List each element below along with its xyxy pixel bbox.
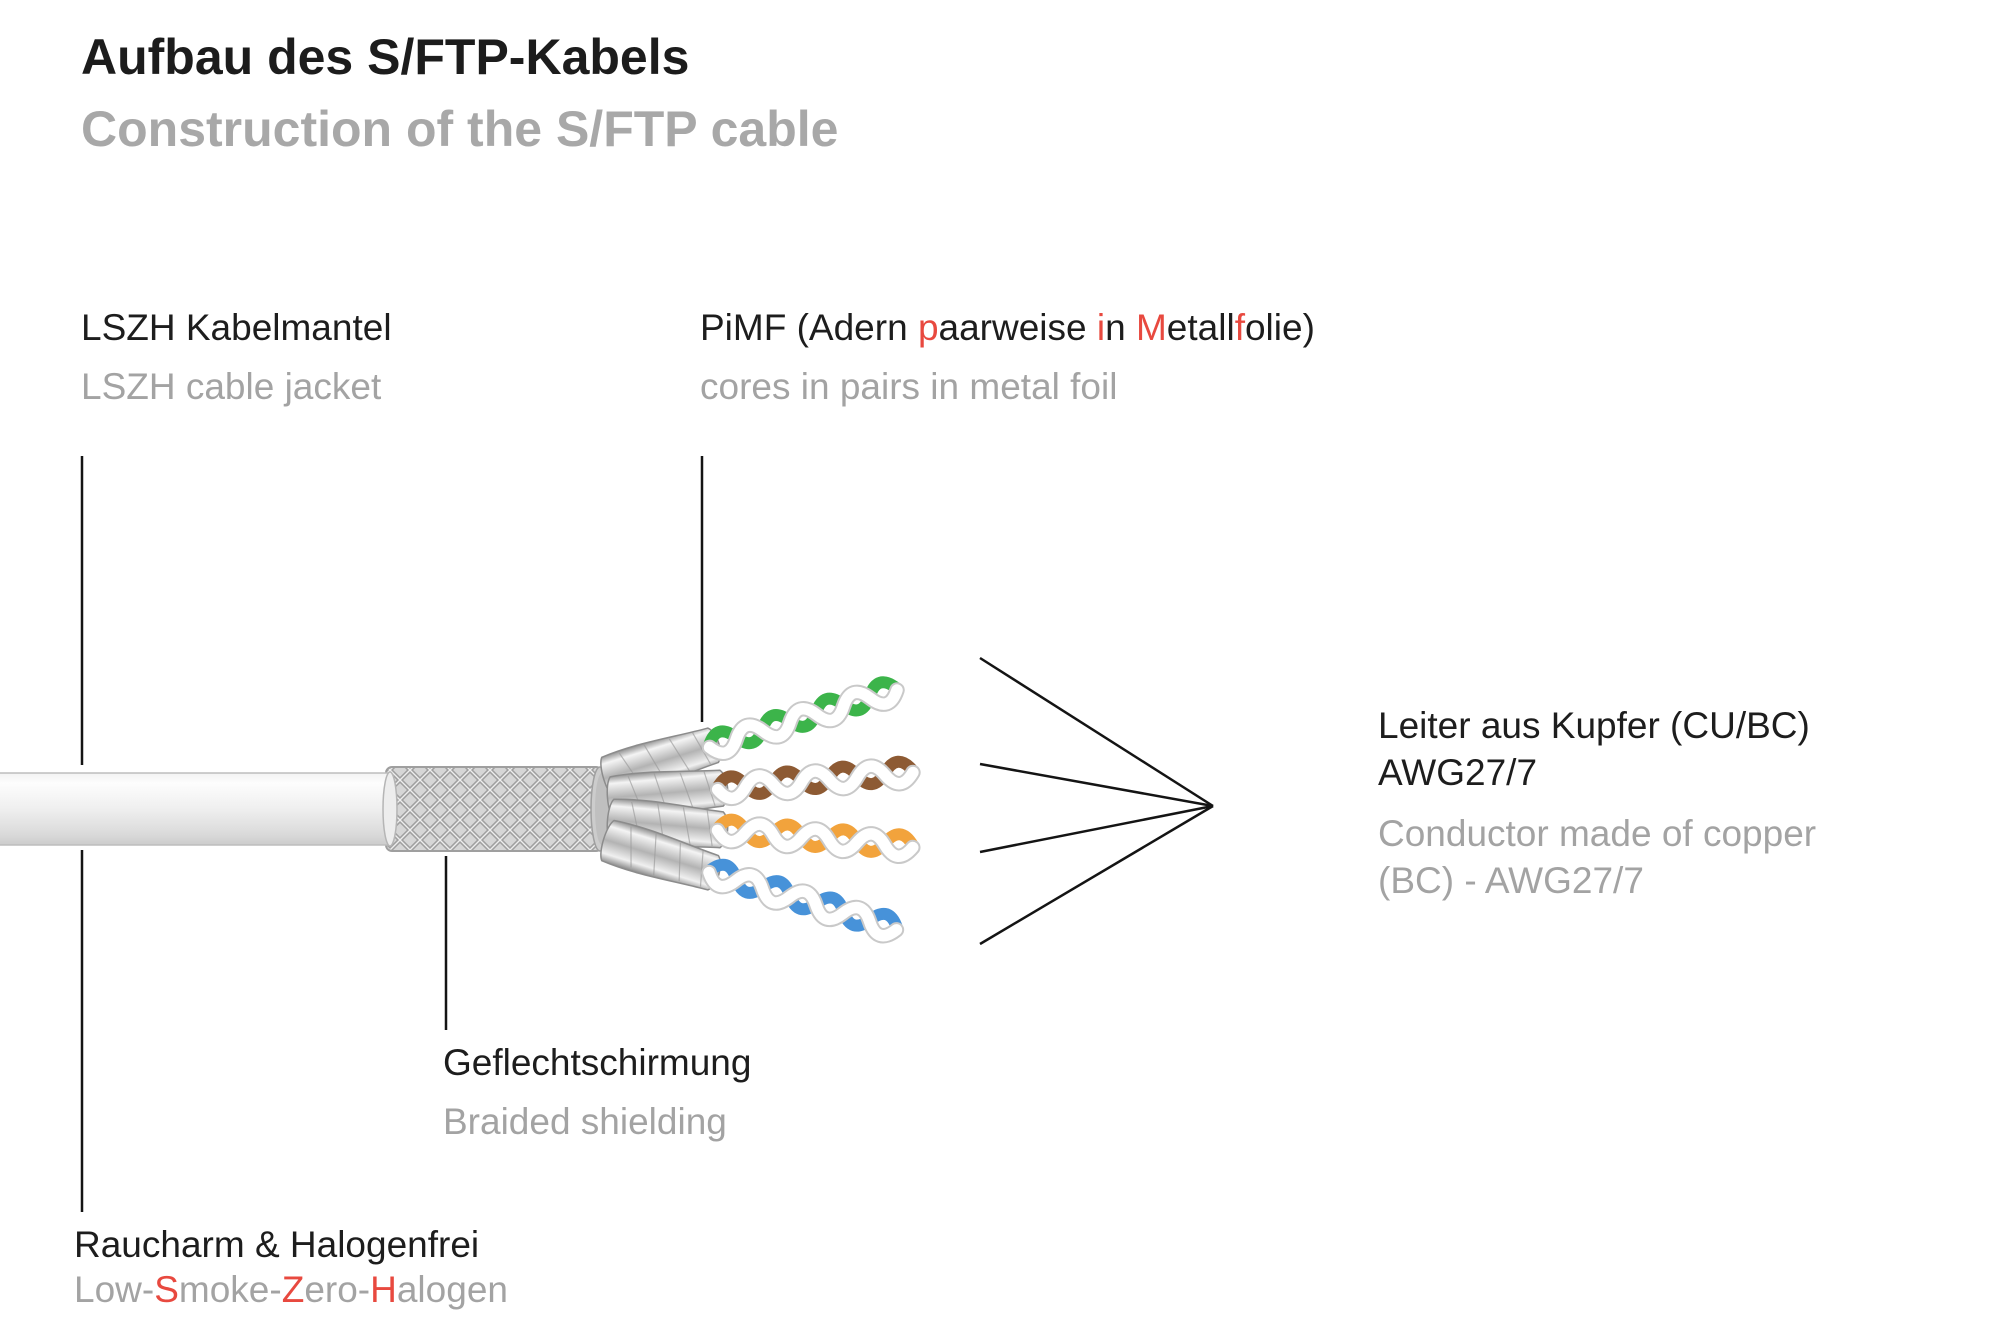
label-braid-de: Geflechtschirmung — [443, 1042, 752, 1083]
pair-wire-white-orange — [711, 818, 919, 862]
label-braid-en: Braided shielding — [443, 1101, 727, 1142]
cable-jacket — [0, 772, 391, 846]
spacer — [1378, 796, 1816, 810]
wire-pair-orange — [606, 798, 921, 864]
pair-foil-crinkles-green — [618, 732, 711, 788]
label-jacket-en: LSZH cable jacket — [81, 366, 382, 407]
label-jacket-de: LSZH Kabelmantel — [81, 307, 392, 348]
pair-wire-white-brown — [711, 760, 919, 805]
pair-foil-crinkles-brown — [627, 771, 716, 815]
page-title-de: Aufbau des S/FTP-Kabels — [81, 29, 690, 85]
braided-shielding — [385, 766, 603, 852]
fan-line-3 — [979, 804, 1214, 854]
jacket-cut-rim — [382, 771, 398, 847]
page-title-en: Construction of the S/FTP cable — [81, 101, 839, 157]
label-lszh-de: Raucharm & Halogenfrei — [74, 1224, 480, 1265]
pair-foil-crinkles-blue — [630, 826, 704, 887]
label-conductor-en-line1: Conductor made of copper — [1378, 813, 1817, 854]
pair-wire-white-blue — [703, 866, 903, 942]
label-conductor-en-line2: (BC) - AWG27/7 — [1378, 860, 1644, 901]
pair-foil-crinkles-orange — [631, 801, 713, 847]
pair-wire-white-green — [703, 684, 903, 759]
fan-line-1 — [979, 656, 1214, 808]
fan-line-2 — [979, 762, 1214, 808]
cable-opening — [595, 773, 609, 845]
fan-line-4 — [979, 804, 1214, 946]
label-conductor-block: Leiter aus Kupfer (CU/BC) AWG27/7 Conduc… — [1378, 702, 1816, 904]
label-pimf-en: cores in pairs in metal foil — [700, 366, 1118, 407]
label-conductor-de-line2: AWG27/7 — [1378, 752, 1538, 793]
label-lszh-en: Low-Smoke-Zero-Halogen — [74, 1269, 508, 1310]
label-conductor-de-line1: Leiter aus Kupfer (CU/BC) — [1378, 705, 1810, 746]
wire-pair-blue — [600, 819, 905, 944]
label-pimf-de: PiMF (Adern paarweise in Metallfolie) — [700, 307, 1315, 348]
